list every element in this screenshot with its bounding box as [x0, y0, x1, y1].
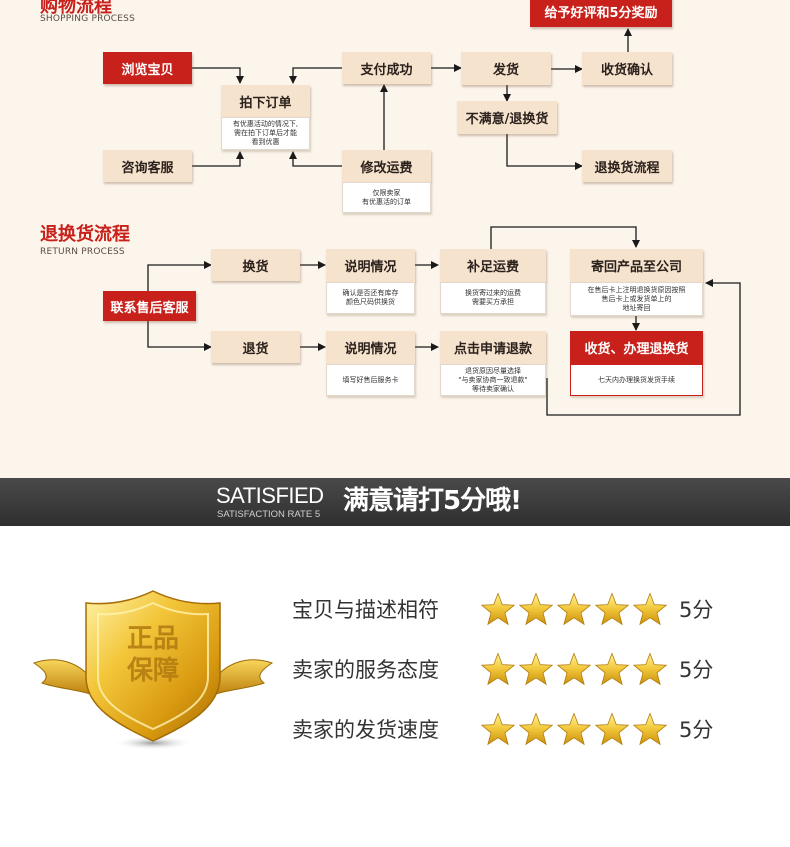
rating-label: 宝贝与描述相符	[292, 598, 439, 622]
modify-box: 修改运费	[342, 150, 431, 182]
returns-title: 退换货流程	[40, 224, 130, 245]
reward-box: 给予好评和5分奖励	[530, 0, 672, 27]
star-icon	[594, 592, 630, 626]
badge-left-ribbon	[32, 659, 99, 698]
banner-en-subtitle: SATISFACTION RATE 5	[217, 509, 321, 520]
banner-en-title: SATISFIED	[216, 483, 324, 508]
shipping-fee-box: 补足运费	[440, 249, 546, 282]
satisfaction-banner	[0, 478, 790, 526]
star-icon	[594, 652, 630, 686]
receive-box: 收货确认	[582, 52, 672, 85]
return-flow-box: 退换货流程	[582, 150, 672, 182]
shopping-subtitle: SHOPPING PROCESS	[40, 14, 136, 24]
explain-refund-box: 说明情况	[326, 331, 415, 364]
star-icon	[480, 652, 516, 686]
browse-box: 浏览宝贝	[103, 52, 192, 84]
star-icon	[518, 652, 554, 686]
contact-service-box: 联系售后客服	[103, 291, 196, 321]
genuine-guarantee-badge: 正品 保障	[32, 590, 274, 750]
star-icon	[632, 712, 668, 746]
star-icon	[480, 592, 516, 626]
send-back-note: 在售后卡上注明退换货原因按照 售后卡上或发货单上的 地址寄回	[570, 282, 703, 316]
star-icon	[518, 592, 554, 626]
star-icon	[632, 592, 668, 626]
send-back-box: 寄回产品至公司	[570, 249, 703, 282]
order-note: 有优惠活动的情况下, 需在拍下订单后才能 看到优惠	[221, 117, 310, 150]
ship-box: 发货	[461, 52, 551, 85]
rating-label: 卖家的发货速度	[292, 718, 439, 742]
exchange-box: 换货	[211, 249, 300, 281]
pay-box: 支付成功	[342, 52, 431, 84]
star-icon	[594, 712, 630, 746]
explain-refund-note: 填写好售后服务卡	[326, 364, 415, 396]
explain-exchange-note: 确认是否还有库存 颜色尺码供换货	[326, 282, 415, 314]
order-box: 拍下订单	[221, 85, 310, 117]
star-icon	[556, 652, 592, 686]
star-icon	[480, 712, 516, 746]
badge-text-line1: 正品	[127, 624, 179, 654]
rating-score: 5分	[679, 598, 714, 622]
badge-right-ribbon	[207, 659, 274, 698]
rating-score: 5分	[679, 658, 714, 682]
badge-shield-inner	[97, 601, 209, 731]
apply-refund-note: 退货原因尽量选择 "与卖家协商一致退款" 等待卖家确认	[440, 364, 546, 396]
star-icon	[518, 712, 554, 746]
line-contact-refund	[147, 321, 212, 351]
rating-label: 卖家的服务态度	[292, 658, 439, 682]
arrow-apply-sendback	[546, 279, 741, 416]
shopping-title: 购物流程	[40, 0, 112, 17]
receive-handle-box: 收货、办理退换货	[570, 331, 703, 364]
rating-stars	[480, 592, 668, 628]
arrow-unsatisfied-return	[506, 134, 583, 170]
star-icon	[556, 592, 592, 626]
arrow-consult-order	[192, 151, 244, 167]
process-section: 购物流程 SHOPPING PROCESS 浏览宝贝 咨询客服 拍下订单 有优惠…	[0, 0, 790, 478]
returns-subtitle: RETURN PROCESS	[40, 247, 125, 257]
receive-handle-note: 七天内办理换货发货手续	[570, 364, 703, 396]
rating-score: 5分	[679, 718, 714, 742]
rating-stars	[480, 712, 668, 748]
arrow-fee-sendback	[490, 226, 640, 249]
star-icon	[556, 712, 592, 746]
badge-shadow	[113, 736, 193, 750]
arrow-modify-order	[289, 151, 342, 167]
modify-note: 仅限卖家 有优惠活的订单	[342, 182, 431, 213]
badge-text-line2: 保障	[126, 655, 179, 686]
refund-box: 退货	[211, 331, 300, 363]
rating-stars	[480, 652, 668, 688]
star-icon	[632, 652, 668, 686]
line-contact-exchange	[147, 261, 212, 291]
arrow-browse-order	[192, 67, 244, 84]
shipping-fee-note: 换货寄过来的运费 需要买方承担	[440, 282, 546, 314]
apply-refund-box: 点击申请退款	[440, 331, 546, 364]
banner-cn-title: 满意请打5分哦!	[343, 486, 522, 516]
consult-box: 咨询客服	[103, 150, 192, 182]
flow-arrows	[147, 28, 741, 416]
explain-exchange-box: 说明情况	[326, 249, 415, 282]
arrow-pay-order	[289, 67, 342, 84]
unsatisfied-box: 不满意/退换货	[457, 101, 557, 134]
badge-shield-outer	[85, 590, 221, 742]
